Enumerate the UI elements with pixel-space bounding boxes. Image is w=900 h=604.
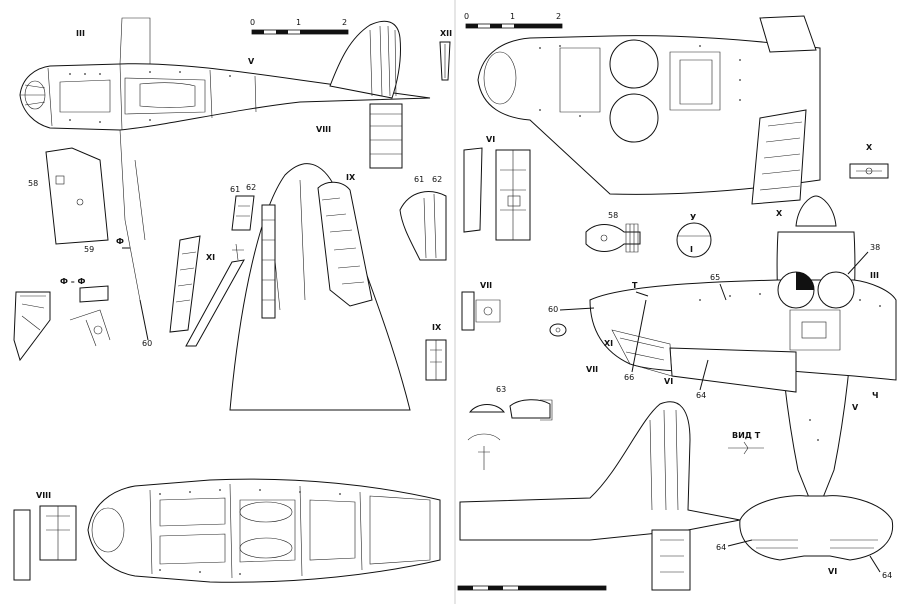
scale-tick-2: 2	[342, 18, 347, 27]
detail-66	[467, 399, 553, 470]
label-t: Т	[632, 281, 638, 290]
section-ff-detail	[13, 285, 111, 362]
callout-61-right: 61	[414, 175, 424, 184]
callout-58-left: 58	[28, 179, 38, 188]
detail-60-oval	[549, 323, 567, 337]
detail-xii	[439, 41, 451, 81]
label-section-ff: Ф – Ф	[60, 277, 86, 286]
detail-ix	[425, 339, 447, 381]
callout-64-tail-left: 64	[716, 543, 726, 552]
label-view-t: ВИД Т	[732, 431, 761, 440]
label-ix: IX	[346, 173, 356, 182]
scale-tick-0-right: 0	[464, 12, 469, 21]
callout-60-right: 60	[548, 305, 558, 314]
side-view-fuselage-top	[19, 17, 431, 301]
callout-65: 66	[624, 373, 634, 382]
callout-62-right: 62	[432, 175, 442, 184]
scale-tick-1: 1	[296, 18, 301, 27]
detail-viii-bottom	[13, 505, 77, 581]
plan-view-fuselage-bottom	[87, 478, 441, 583]
underside-view-aircraft	[589, 195, 897, 561]
detail-vi	[463, 147, 531, 241]
label-x-nose: X	[776, 209, 783, 218]
label-vii: VII	[480, 281, 492, 290]
scale-tick-0: 0	[250, 18, 255, 27]
detail-61-62-xi	[169, 195, 255, 347]
detail-x	[849, 163, 889, 179]
label-xii: XII	[440, 29, 452, 38]
label-ix-right: IX	[432, 323, 442, 332]
detail-61-62-right	[399, 191, 447, 261]
label-v: V	[248, 57, 255, 66]
callout-38: 38	[870, 243, 880, 252]
label-xi-left: XI	[206, 253, 215, 262]
underside-fuselage-top-right	[477, 15, 821, 205]
label-phi: Ф	[116, 237, 124, 246]
callout-63: 65	[710, 273, 720, 282]
scale-tick-2-right: 2	[556, 12, 561, 21]
callout-64-tail-right: 64	[882, 571, 892, 580]
scale-bar-top-right: 0 1 2	[464, 12, 563, 29]
label-iii-right: III	[870, 271, 879, 280]
callout-62-left: 62	[246, 183, 256, 192]
label-iii: III	[76, 29, 85, 38]
label-viii-bottom: VIII	[36, 491, 51, 500]
label-vi: VI	[486, 135, 495, 144]
label-y: У	[690, 213, 696, 222]
side-view-fuselage-bottom-right	[459, 401, 741, 591]
label-viii: VIII	[316, 125, 331, 134]
label-ch: Ч	[872, 391, 878, 400]
callout-66: 63	[496, 385, 506, 394]
detail-y-i	[676, 222, 712, 258]
callout-58-right: 58	[608, 211, 618, 220]
wing-planform-left	[229, 163, 411, 411]
label-vi-right: VI	[664, 377, 673, 386]
detail-view-t	[728, 441, 764, 455]
label-v-right: V	[852, 403, 859, 412]
scale-bar-top: 0 1 2	[250, 18, 349, 35]
detail-58-right	[585, 223, 641, 253]
scale-tick-1-right: 1	[510, 12, 515, 21]
detail-vii	[461, 291, 501, 331]
callout-60-left: 60	[142, 339, 152, 348]
label-i: I	[690, 245, 693, 254]
scale-bar-bottom-left	[457, 585, 607, 591]
detail-58-59	[45, 147, 109, 245]
label-x-top: X	[866, 143, 873, 152]
detail-viii-panel	[369, 103, 403, 169]
label-vi-tail: VI	[828, 567, 837, 576]
callout-64-wing: 64	[696, 391, 706, 400]
callout-59: 59	[84, 245, 94, 254]
callout-61: 61	[230, 185, 240, 194]
label-xi-right: XI	[604, 339, 613, 348]
label-vii-right: VII	[586, 365, 598, 374]
